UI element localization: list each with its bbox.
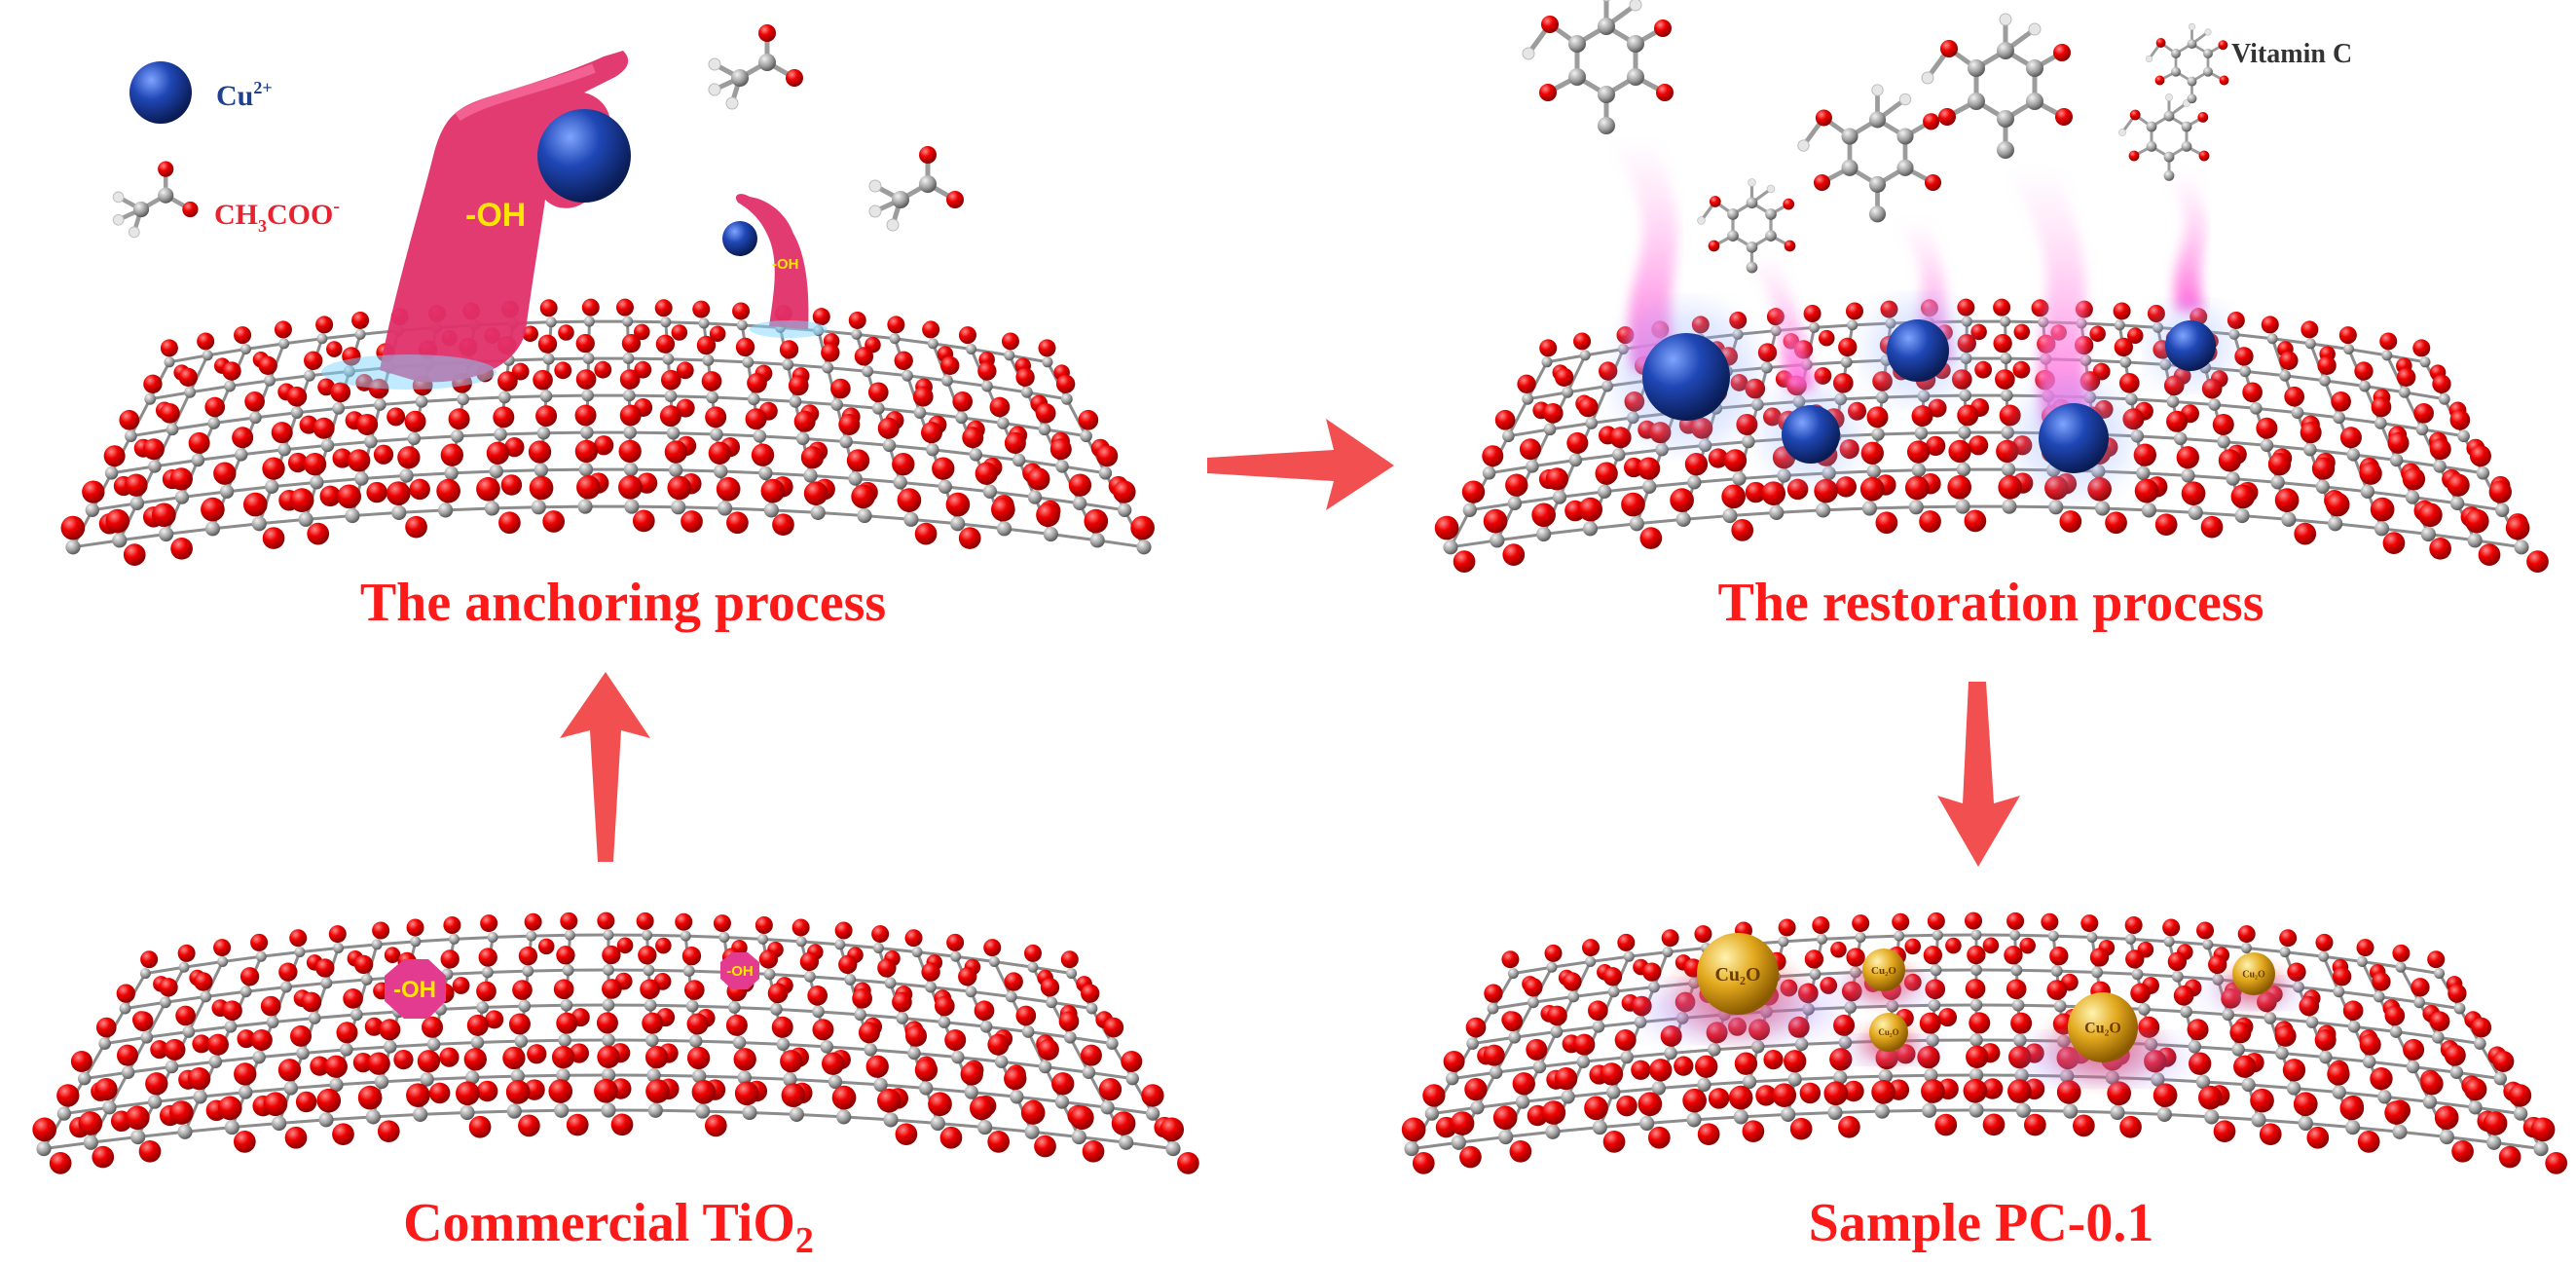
cu-ion-icon [1887,319,1949,382]
legend-vitamin-c: Vitamin C [2231,39,2352,69]
acetate-molecule-icon [868,146,964,232]
hydroxyl-label-large: -OH [465,197,526,234]
arrow-down-icon [1937,682,2020,867]
acetate-molecule-icon [708,24,803,110]
cu-ion-icon [2039,403,2109,473]
vitamin-c-molecules [1522,0,2210,274]
cu-ion-held-icon [537,109,631,203]
acetate-legend-icon [112,161,199,239]
anchoring-caption: The anchoring process [360,573,886,633]
legend-cu: Cu2+ [216,78,273,112]
vitamin-c-molecule-icon [1921,13,2073,159]
cu-ion-icon [1642,333,1730,421]
hydroxyl-hand-small-icon: -OH [722,194,828,338]
cu2o-particle-icon [2068,992,2138,1062]
restoration-panel: Vitamin C The restoration process [1522,0,2352,633]
arrow-right-icon [1207,419,1394,510]
legend-acetate: CH3COO- [214,196,340,236]
vitamin-c-molecule-icon [1697,178,1796,274]
cu-ion-small-held-icon [722,221,757,256]
arrow-up-icon [560,672,650,862]
hydroxyl-label-small: -OH [772,256,799,273]
cu-ion-icon [2165,320,2216,371]
vitamin-c-legend-icon [2145,22,2229,104]
restoration-caption: The restoration process [1718,573,2264,633]
cu-ions-on-surface [1616,300,2231,495]
cu2o-label: Cu₂O [2242,970,2265,981]
cu2o-particle-icon [2232,952,2275,995]
svg-text:-OH: -OH [726,963,754,980]
cu2o-label: Cu₂O [2084,1021,2121,1037]
tio2-lattice-anchoring [60,298,1155,566]
vitamin-c-molecule-icon [1797,84,1942,223]
cu2o-label: Cu₂O [1871,965,1896,977]
vitamin-c-molecule-icon [1522,0,1674,134]
cu2o-label: Cu₂O [1714,964,1760,986]
hydroxyl-site-small-icon: -OH [720,952,759,989]
tio2-lattice-commercial [32,912,1199,1174]
sample-panel: Cu₂O Cu₂O Cu₂O Cu₂O Cu₂O Sample PC-0.1 [1639,933,2305,1253]
hydroxyl-site-icon: -OH [385,959,446,1019]
cu2o-label: Cu₂O [1878,1027,1898,1037]
cu2o-particle-icon [1697,933,1779,1015]
cu2o-nanoparticles: Cu₂O Cu₂O Cu₂O Cu₂O Cu₂O [1639,933,2305,1091]
sample-caption: Sample PC-0.1 [1809,1193,2154,1253]
cu-ion-icon [1782,405,1840,464]
cu2o-particle-icon [1869,1013,1908,1052]
tio2-lattice-sample [1401,912,2568,1174]
tio2-lattice-restoration [1434,298,2549,573]
cu-ion-legend-icon [129,61,192,124]
anchoring-panel: -OH -OH Cu2+ CH3COO- The anchoring proce… [112,24,964,633]
commercial-caption: Commercial TiO2 [403,1193,814,1261]
cu2o-particle-icon [1862,949,1905,991]
hydroxyl-hand-icon: -OH [321,51,631,390]
vitamin-c-molecule-icon [2118,93,2210,181]
commercial-panel: -OH -OH Commercial TiO2 [385,952,814,1261]
svg-text:-OH: -OH [393,977,436,1003]
